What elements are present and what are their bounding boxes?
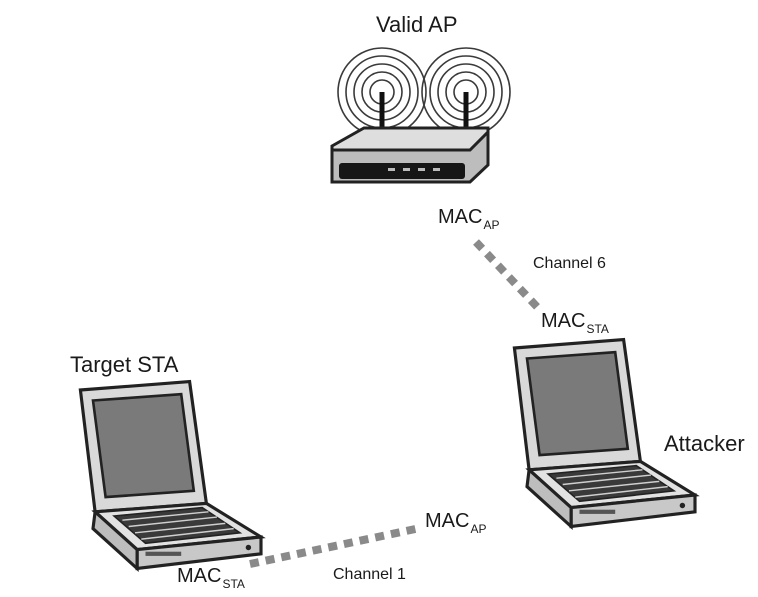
mac-subscript: AP [483, 218, 500, 232]
mac-base: MAC [438, 206, 483, 228]
mac-subscript: AP [470, 522, 487, 536]
link-ap-attacker [473, 239, 543, 313]
mac-base: MAC [425, 510, 470, 532]
mac-base: MAC [177, 565, 222, 587]
mac-subscript: STA [586, 322, 609, 336]
wireless-router-icon [330, 47, 511, 184]
valid-ap-label: Valid AP [376, 12, 458, 37]
attacker-ap-mac-label: MACAP [425, 511, 486, 535]
link-target-attacker [249, 524, 421, 568]
attacker-label: Attacker [664, 431, 745, 456]
channel-1-label: Channel 1 [333, 566, 406, 583]
target-sta-mac-label: MACSTA [177, 566, 245, 590]
mac-subscript: STA [222, 577, 245, 591]
mac-base: MAC [541, 310, 586, 332]
ap-mac-label: MACAP [438, 207, 499, 231]
channel-6-label: Channel 6 [533, 255, 606, 272]
attacker-sta-mac-label: MACSTA [541, 311, 609, 335]
target-laptop-icon [78, 380, 263, 571]
signal-waves-icon [337, 47, 511, 137]
target-sta-label: Target STA [70, 352, 179, 377]
